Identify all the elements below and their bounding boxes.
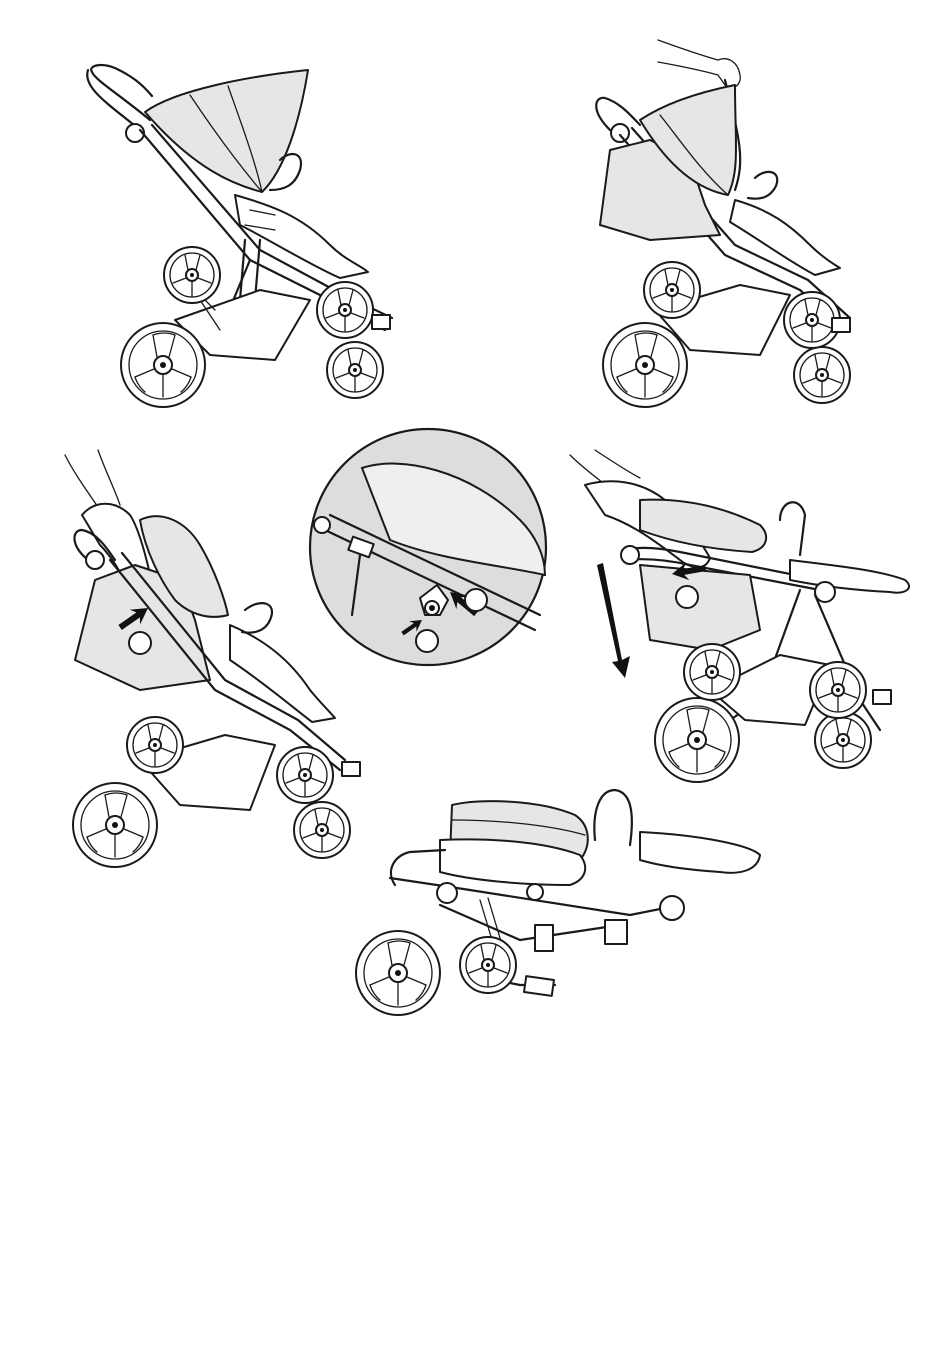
- arrow-icon-down: [597, 563, 630, 678]
- step4-callout-circle: [676, 586, 698, 608]
- hand-icon: [658, 40, 740, 88]
- step-1-stroller-unfolded: [87, 65, 392, 407]
- handlebar: [91, 65, 152, 120]
- step3-callout-circle: [129, 632, 151, 654]
- step-2-canopy-folded: [596, 40, 850, 407]
- step-5-stroller-folded: [356, 790, 760, 1015]
- detail-fold-button-closeup: [310, 429, 546, 665]
- canopy-icon: [145, 70, 308, 192]
- step-4-push-handle-down: [570, 450, 909, 782]
- detail-callout-circle-1: [465, 589, 487, 611]
- detail-callout-circle-2: [416, 630, 438, 652]
- wheel-icon: [121, 323, 205, 407]
